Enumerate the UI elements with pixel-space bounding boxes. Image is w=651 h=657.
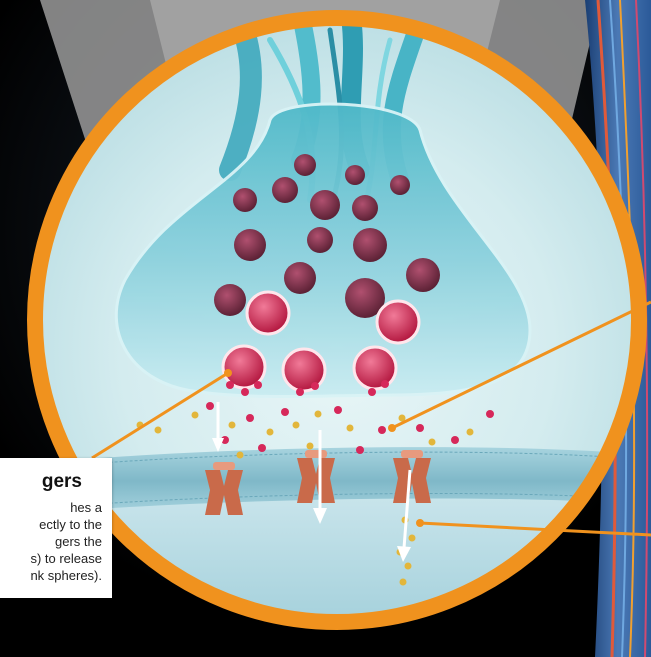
callout-line: nk spheres). <box>30 568 102 584</box>
callout-line: s) to release <box>30 551 102 567</box>
callout-line: gers the <box>55 534 102 550</box>
callout-line: hes a <box>70 500 102 516</box>
info-callout: gers hes a ectly to the gers the s) to r… <box>0 458 112 598</box>
callout-title-text: gers <box>42 472 82 492</box>
callout-line: ectly to the <box>39 517 102 533</box>
